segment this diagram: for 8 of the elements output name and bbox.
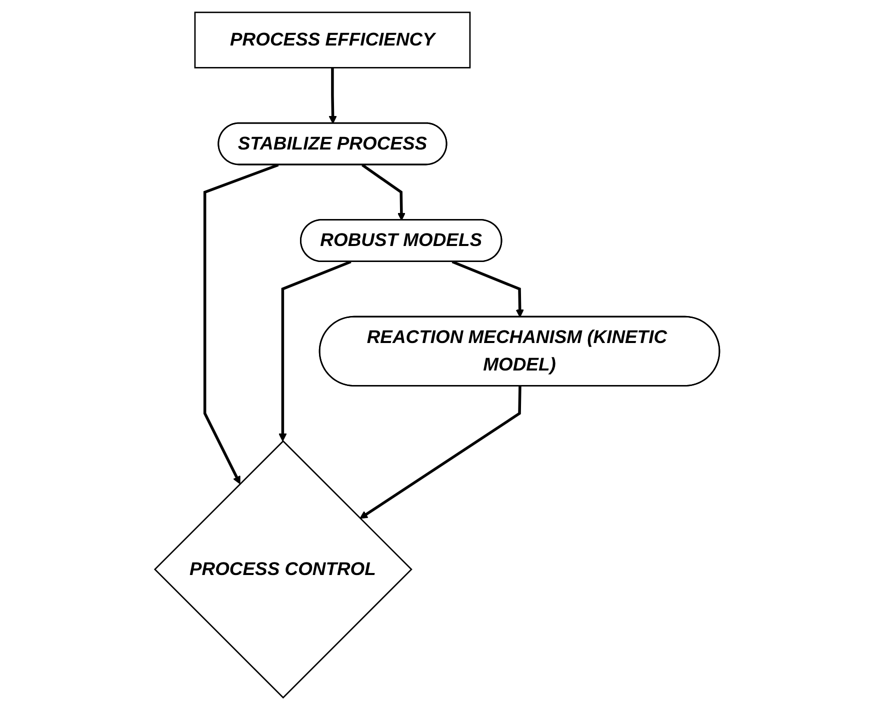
arrow: [452, 260, 524, 317]
arrow: [328, 67, 337, 124]
arrow: [360, 386, 522, 518]
arrow: [361, 163, 406, 220]
arrow: [278, 260, 352, 441]
node-diamond: PROCESS CONTROL: [154, 440, 412, 698]
node-box: PROCESS EFFICIENCY: [194, 11, 470, 68]
arrow: [203, 163, 279, 484]
